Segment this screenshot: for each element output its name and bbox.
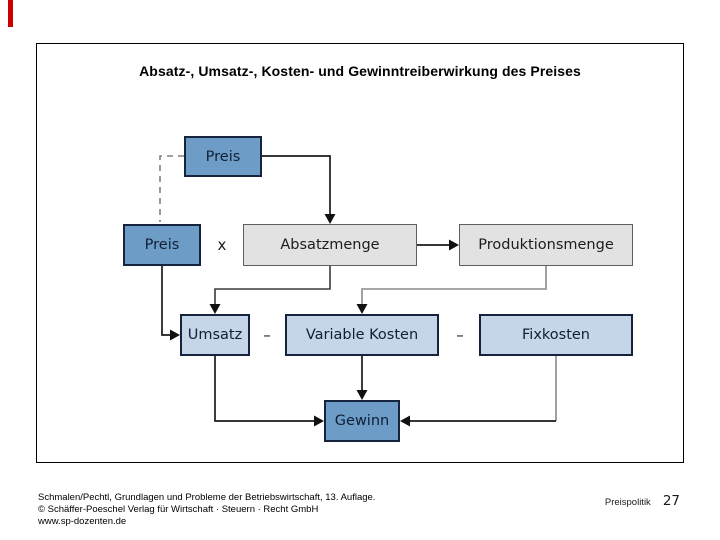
box-produktionsmenge: Produktionsmenge [459, 224, 633, 266]
box-absatzmenge: Absatzmenge [243, 224, 417, 266]
connector-umsatz-gewinn [214, 356, 315, 422]
slide-title: Absatz-, Umsatz-, Kosten- und Gewinntrei… [139, 63, 581, 79]
operator-minus-1: – [263, 326, 271, 344]
arrowhead-down-gewinn [356, 390, 368, 400]
box-umsatz: Umsatz [180, 314, 250, 356]
box-preis-left: Preis [123, 224, 201, 266]
slide-meta: Preispolitik 27 [605, 493, 680, 509]
page-number: 27 [662, 493, 680, 509]
connector-preis-umsatz [161, 266, 170, 336]
arrowhead-right-gewinn [314, 415, 324, 427]
operator-multiply: x [217, 236, 227, 254]
diagram-connectors [159, 155, 557, 427]
arrowhead-right-umsatz [170, 329, 180, 341]
connector-absatzmenge-umsatz [214, 266, 331, 305]
red-accent-bar [8, 0, 13, 27]
connector-produktion-varkosten [361, 266, 547, 305]
arrowhead-down-varkosten [356, 304, 368, 314]
box-variable-kosten: Variable Kosten [285, 314, 439, 356]
box-preis-top: Preis [184, 136, 262, 177]
arrowhead-left-gewinn [400, 415, 410, 427]
slide-frame: Absatz-, Umsatz-, Kosten- und Gewinntrei… [36, 43, 684, 463]
footer-credits: Schmalen/Pechtl, Grundlagen und Probleme… [38, 492, 375, 529]
connector-preis-absatzmenge [262, 155, 331, 214]
section-label: Preispolitik [604, 497, 651, 508]
price-driver-diagram: Preis Preis x Absatzmenge Produktionsmen… [37, 44, 682, 461]
footer-weblink[interactable]: www.sp-dozenten.de [38, 516, 127, 528]
connector-dashed-preis [159, 155, 184, 222]
arrowhead-right-produktionsmenge [449, 239, 459, 251]
arrowhead-down-absatzmenge [324, 214, 336, 224]
arrowhead-down-umsatz [209, 304, 221, 314]
operator-minus-2: – [456, 326, 464, 344]
box-fixkosten: Fixkosten [479, 314, 633, 356]
footer-line-source: Schmalen/Pechtl, Grundlagen und Probleme… [38, 492, 376, 503]
box-gewinn: Gewinn [324, 400, 400, 442]
footer-line-copyright: © Schäffer-Poeschel Verlag für Wirtschaf… [38, 504, 319, 516]
